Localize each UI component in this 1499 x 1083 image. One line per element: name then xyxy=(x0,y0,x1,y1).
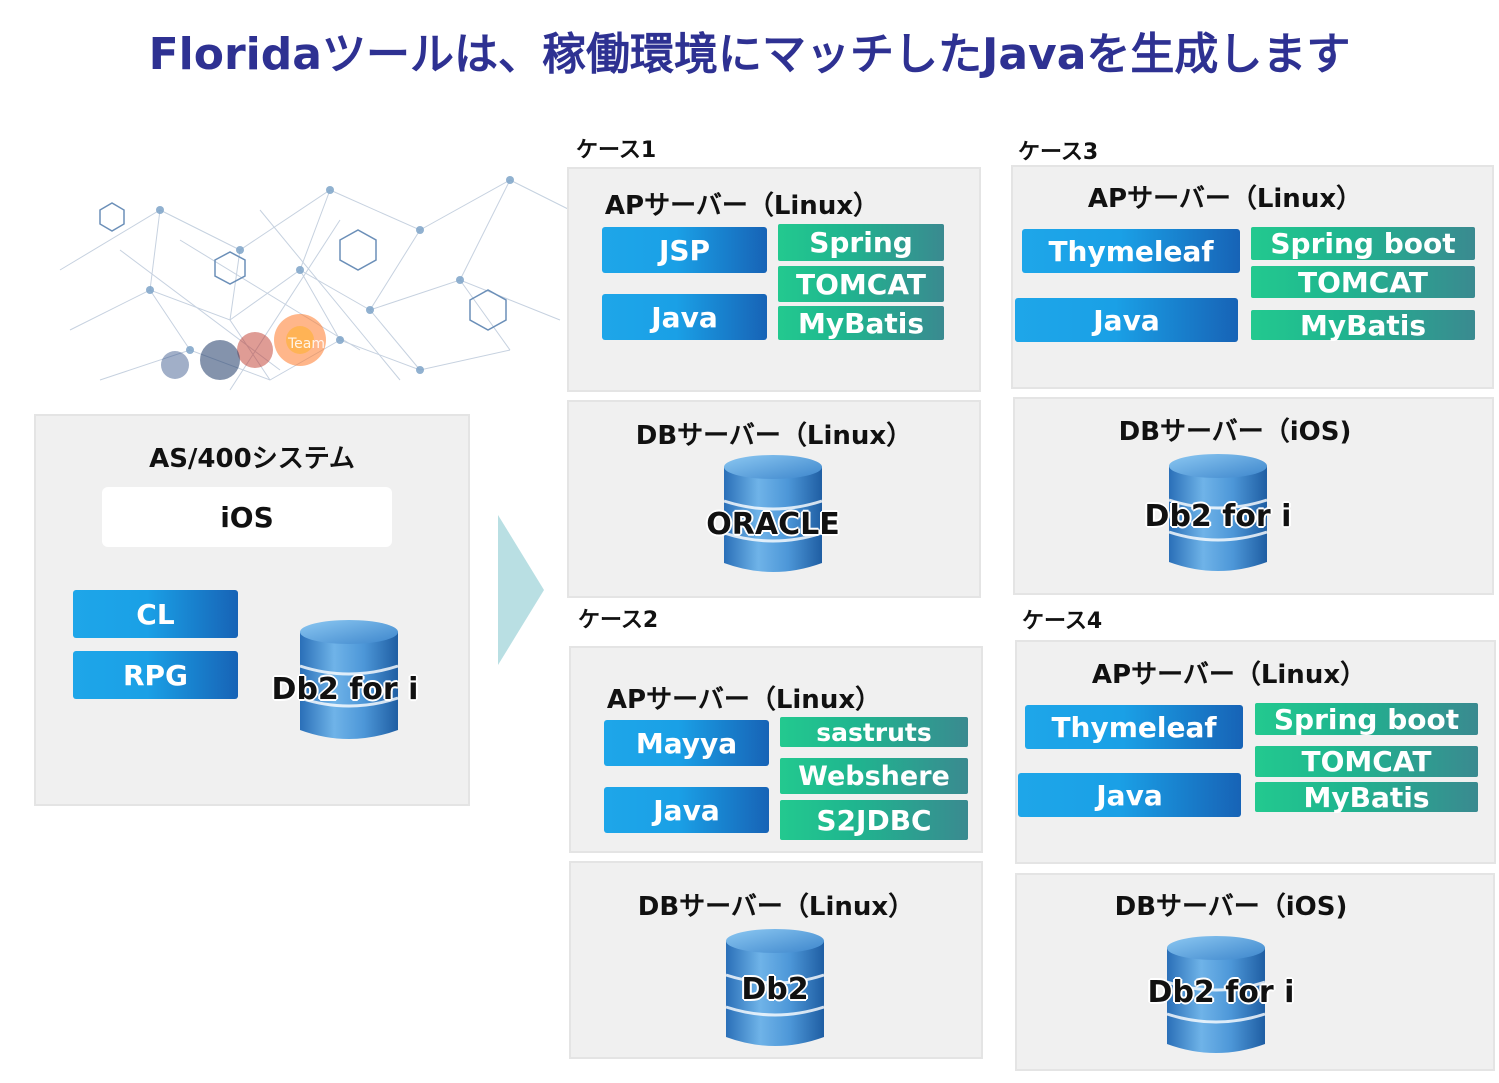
case1-left-2: Java xyxy=(602,294,767,340)
case1-right-2: TOMCAT xyxy=(778,266,944,302)
case4-right-1: Spring boot xyxy=(1255,703,1478,736)
case2-left-1: Mayya xyxy=(604,720,769,766)
case2-right-1: sastruts xyxy=(780,717,968,747)
case2-left-2: Java xyxy=(604,787,769,833)
case2-right-2: Webshere xyxy=(780,758,968,794)
as400-db-label: Db2 for i xyxy=(271,672,419,707)
database-icon xyxy=(1167,452,1269,576)
case3-right-2: TOMCAT xyxy=(1251,266,1475,299)
database-icon xyxy=(722,453,824,577)
case2-label: ケース2 xyxy=(578,608,659,633)
case4-left-1: Thymeleaf xyxy=(1025,705,1243,749)
database-icon xyxy=(298,618,400,744)
team-label: Team xyxy=(287,336,325,352)
database-icon xyxy=(1165,934,1267,1058)
ios-box: iOS xyxy=(102,487,392,547)
case1-db-title: DBサーバー（Linux） xyxy=(635,421,913,451)
case1-right-3: MyBatis xyxy=(778,306,944,340)
case2-db-title: DBサーバー（Linux） xyxy=(637,892,915,922)
case3-left-1: Thymeleaf xyxy=(1022,229,1240,273)
page-title: Floridaツールは、稼働環境にマッチしたJavaを生成します xyxy=(148,29,1351,80)
case4-right-2: TOMCAT xyxy=(1255,745,1478,778)
case1-db-label: ORACLE xyxy=(706,507,840,542)
cl-box: CL xyxy=(73,590,238,638)
case1-label: ケース1 xyxy=(576,138,657,163)
case4-db-title: DBサーバー（iOS) xyxy=(1114,892,1348,922)
case3-ap-title: APサーバー（Linux） xyxy=(1087,184,1363,214)
case1-left-1: JSP xyxy=(602,227,767,273)
case1-ap-title: APサーバー（Linux） xyxy=(604,191,880,221)
case3-label: ケース3 xyxy=(1018,140,1099,165)
case4-label: ケース4 xyxy=(1022,609,1103,634)
rpg-box: RPG xyxy=(73,651,238,699)
case2-right-3: S2JDBC xyxy=(780,800,968,840)
case2-db-label: Db2 xyxy=(741,972,809,1007)
case4-right-3: MyBatis xyxy=(1255,781,1478,814)
case2-ap-title: APサーバー（Linux） xyxy=(606,685,882,715)
case4-db-label: Db2 for i xyxy=(1147,975,1295,1010)
case3-db-label: Db2 for i xyxy=(1144,499,1292,534)
case3-right-3: MyBatis xyxy=(1251,309,1475,342)
network-illustration: Team xyxy=(40,150,580,415)
case3-right-1: Spring boot xyxy=(1251,227,1475,260)
case1-right-1: Spring xyxy=(778,224,944,261)
case4-left-2: Java xyxy=(1018,773,1241,817)
arrow-icon xyxy=(498,515,544,665)
case4-ap-title: APサーバー（Linux） xyxy=(1091,660,1367,690)
database-icon xyxy=(724,927,826,1051)
case3-db-title: DBサーバー（iOS) xyxy=(1118,417,1352,447)
as400-title: AS/400システム xyxy=(149,444,355,474)
case3-left-2: Java xyxy=(1015,298,1238,342)
